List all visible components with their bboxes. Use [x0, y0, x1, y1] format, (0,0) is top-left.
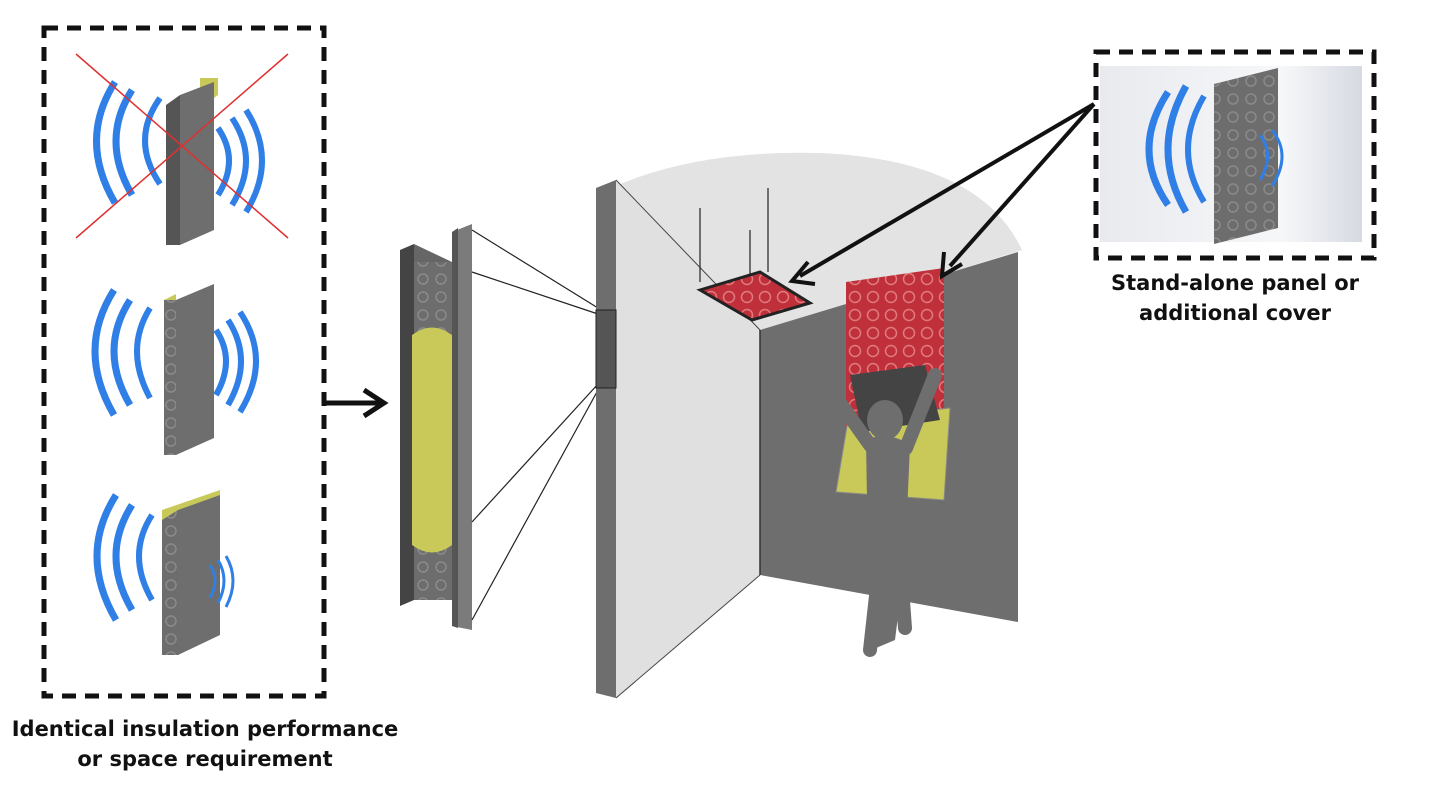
caption-right-line-2: additional cover: [1139, 301, 1331, 325]
comparison-box: [41, 25, 327, 699]
exploded-wall-panel: [400, 224, 599, 630]
caption-left-line-2: or space requirement: [77, 747, 333, 771]
standalone-panel-box: [1093, 49, 1377, 261]
acoustic-panel-option: [93, 490, 235, 655]
caption-standalone-panel: Stand-alone panel or additional cover: [1060, 268, 1410, 328]
caption-left-line-1: Identical insulation performance: [11, 717, 399, 741]
front-wall: [616, 180, 760, 698]
caption-insulation-performance: Identical insulation performance or spac…: [0, 714, 410, 774]
person-figure: [831, 365, 951, 657]
wall-cutout: [595, 309, 617, 389]
room-illustration: [595, 152, 1022, 699]
thick-wall-option: [75, 53, 289, 245]
arrow-to-panel: [326, 387, 389, 419]
wall-panel: [180, 82, 214, 245]
arrows-to-red-panels: [788, 102, 1096, 286]
ceiling-red-panel: [696, 270, 814, 322]
sound-wave-incoming: [112, 88, 136, 197]
caption-right-line-1: Stand-alone panel or: [1110, 271, 1360, 295]
insulation-core: [412, 327, 452, 553]
thin-wall-option: [91, 284, 259, 455]
standalone-panel: [1214, 68, 1278, 244]
